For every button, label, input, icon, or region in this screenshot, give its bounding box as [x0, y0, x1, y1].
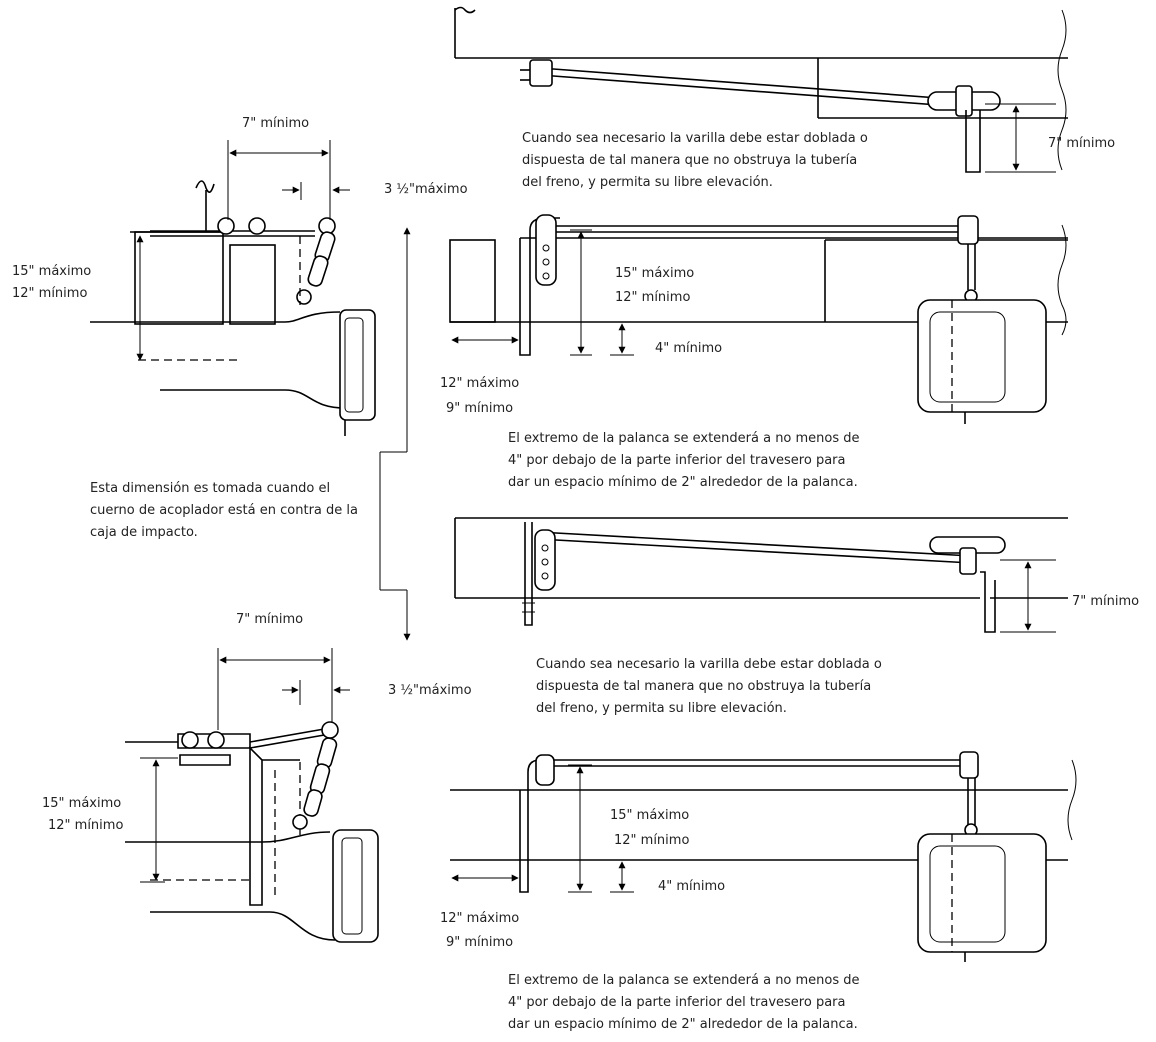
uncoupling-chain: [296, 217, 336, 305]
top-left-height-max-label: 15" máximo: [12, 264, 92, 279]
mid-right-reach-min-label: 9" mínimo: [446, 401, 514, 416]
handle-flag: [195, 180, 215, 193]
bottom-right-reach-max-label: 12" máximo: [440, 911, 520, 926]
coupler-shank-top: [90, 311, 341, 323]
striker-box: [229, 244, 276, 325]
rod-handle-ring: [217, 217, 235, 235]
rod-end-bracket: [529, 59, 553, 87]
bottom-right-height-max-label: 15" máximo: [610, 808, 690, 823]
reference-arrow: [379, 227, 411, 641]
lever-link: [535, 214, 557, 286]
end-sill-box: [134, 231, 224, 325]
bottom-right-height-min-label: 12" mínimo: [614, 833, 690, 848]
bottom-right-side-drawing: [450, 751, 1077, 962]
coupler-knuckle-2: [332, 829, 379, 943]
end-sill-section: [449, 239, 496, 323]
bottom-left-width-label: 7" mínimo: [236, 612, 304, 627]
bottom-left-offset-label: 3 ½"máximo: [388, 683, 472, 698]
coupler-head: [917, 299, 1047, 413]
lever-end: [965, 110, 981, 173]
lower-right-drop-label: 7" mínimo: [1072, 594, 1140, 609]
mid-right-reach-max-label: 12" máximo: [440, 376, 520, 391]
mid-right-below-label: 4" mínimo: [655, 341, 723, 356]
coupler-knuckle: [339, 309, 376, 421]
top-left-height-min-label: 12" mínimo: [12, 286, 88, 301]
angle-bracket: [249, 746, 263, 906]
rod-note-1: Cuando sea necesario la varilla debe est…: [522, 131, 868, 190]
bottom-right-reach-min-label: 9" mínimo: [446, 935, 514, 950]
lever-note-1: El extremo de la palanca se extenderá a …: [508, 431, 860, 490]
top-left-coupler-drawing: [90, 140, 376, 436]
top-left-width-label: 7" mínimo: [242, 116, 310, 131]
lower-right-side-drawing: [454, 517, 1068, 633]
coupler-head-2: [917, 833, 1047, 953]
rod-bracket-ring: [248, 217, 266, 235]
rod-note-2: Cuando sea necesario la varilla debe est…: [536, 657, 882, 716]
middle-right-side-drawing: [449, 214, 1068, 424]
lever-link-2: [534, 529, 556, 591]
top-right-side-drawing: [454, 6, 1068, 173]
bottom-left-coupler-drawing: [125, 648, 379, 943]
mid-right-height-max-label: 15" máximo: [615, 266, 695, 281]
bottom-left-height-max-label: 15" máximo: [42, 796, 122, 811]
uncoupling-chain-2: [292, 721, 339, 830]
top-right-drop-label: 7" mínimo: [1048, 136, 1116, 151]
bottom-left-height-min-label: 12" mínimo: [48, 818, 124, 833]
mid-right-height-min-label: 12" mínimo: [615, 290, 691, 305]
top-left-offset-label: 3 ½"máximo: [384, 182, 468, 197]
bottom-right-below-label: 4" mínimo: [658, 879, 726, 894]
lever-note-2: El extremo de la palanca se extenderá a …: [508, 973, 860, 1032]
coupler-shank-bottom: [160, 389, 346, 409]
dimension-note: Esta dimensión es tomada cuando el cuern…: [90, 481, 358, 540]
